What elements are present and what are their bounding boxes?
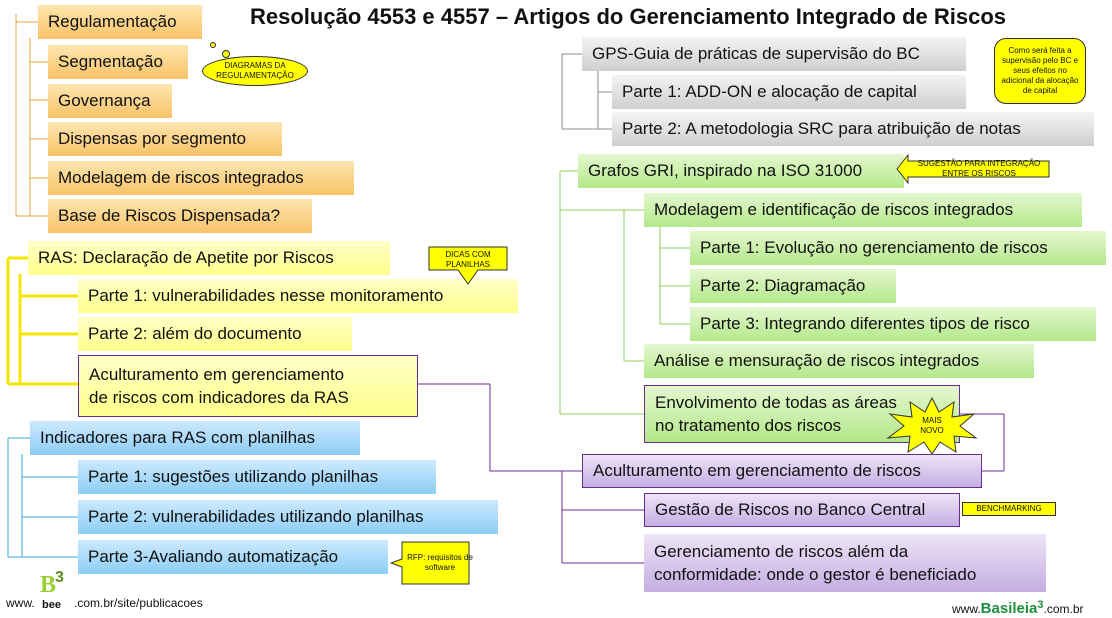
gri-connectors — [559, 170, 690, 415]
tips-arrow-note: DICAS COM PLANILHAS — [445, 250, 491, 269]
indicators-item: Parte 3-Avaliando automatização — [78, 540, 388, 574]
regulation-item: Base de Riscos Dispensada? — [48, 199, 312, 233]
regulation-item: Dispensas por segmento — [48, 122, 282, 156]
gri-modeling-part: Parte 3: Integrando diferentes tipos de … — [690, 307, 1096, 341]
gps-item: Parte 2: A metodologia SRC para atribuiç… — [612, 112, 1094, 146]
indicators-item: Parte 1: sugestões utilizando planilhas — [78, 460, 436, 494]
indicators-item: Parte 2: vulnerabilidades utilizando pla… — [78, 500, 498, 534]
indicators-root: Indicadores para RAS com planilhas — [30, 421, 360, 455]
diagrams-cloud-note: DIAGRAMAS DA REGULAMENTAÇÃO — [202, 56, 308, 86]
footer-right-prefix: www. — [952, 602, 981, 616]
culture-beyond-line: conformidade: onde o gestor é beneficiad… — [654, 565, 977, 584]
page-title: Resolução 4553 e 4557 – Artigos do Geren… — [250, 4, 1007, 29]
rfp-arrow-note: RFP: requisitos de software — [407, 553, 473, 572]
culture-root: Aculturamento em gerenciamento de riscos — [582, 454, 982, 488]
gps-connectors — [561, 53, 612, 130]
gri-analysis: Análise e mensuração de riscos integrado… — [644, 344, 1034, 378]
gri-modeling-part: Parte 1: Evolução no gerenciamento de ri… — [690, 231, 1106, 265]
footer-left-url[interactable]: .com.br/site/publicacoes — [74, 596, 203, 610]
integration-arrow-note: SUGESTÃO PARA INTEGRAÇÃO ENTRE OS RISCOS — [917, 159, 1041, 178]
gps-root: GPS-Guia de práticas de supervisão do BC — [582, 37, 966, 71]
regulation-root: Regulamentação — [38, 5, 202, 39]
regulation-item: Modelagem de riscos integrados — [48, 161, 354, 195]
culture-beyond-box: Gerenciamento de riscos além da conformid… — [644, 534, 1046, 592]
basileia-digit: 3 — [1037, 599, 1044, 611]
integration-arrow-note-shape — [896, 154, 1050, 184]
ras-item: Parte 2: além do documento — [78, 317, 352, 351]
logo-letter: B — [40, 572, 57, 598]
culture-connectors — [418, 383, 1005, 564]
culture-beyond-line: Gerenciamento de riscos além da — [654, 542, 909, 561]
culture-management-bc: Gestão de Riscos no Banco Central — [644, 493, 960, 527]
regulation-item: Governança — [48, 84, 172, 118]
footer-right-suffix: .com.br — [1043, 602, 1084, 616]
ras-culture-box: Aculturamento em gerenciamento de riscos … — [78, 355, 418, 417]
logo-word: bee — [42, 599, 61, 611]
gri-root: Grafos GRI, inspirado na ISO 31000 — [578, 154, 904, 188]
regulation-connectors — [15, 14, 48, 217]
tips-arrow-note-shape — [428, 246, 508, 285]
ras-connectors — [6, 256, 78, 386]
gri-involvement-line: Envolvimento de todas as áreas — [655, 393, 897, 412]
thought-bubble-dot — [222, 50, 230, 58]
ras-culture-line: Aculturamento em gerenciamento — [89, 365, 345, 384]
gps-item: Parte 1: ADD-ON e alocação de capital — [612, 75, 966, 109]
supervision-callout-note: Como será feita a supervisão pelo BC e s… — [994, 38, 1086, 104]
gri-modeling-part: Parte 2: Diagramação — [690, 269, 896, 303]
benchmarking-note: BENCHMARKING — [962, 502, 1056, 516]
footer-right-link[interactable]: www.Basileia3.com.br — [952, 599, 1084, 617]
ras-root: RAS: Declaração de Apetite por Riscos — [28, 241, 390, 275]
ras-item: Parte 1: vulnerabilidades nesse monitora… — [78, 279, 518, 313]
thought-bubble-dot — [210, 42, 216, 48]
ras-culture-line: de riscos com indicadores da RAS — [89, 388, 349, 407]
regulation-item: Segmentação — [48, 45, 188, 79]
gri-modeling: Modelagem e identificação de riscos inte… — [644, 193, 1082, 227]
basileia-brand: Basileia — [980, 600, 1038, 617]
footer-left-prefix[interactable]: www. — [6, 596, 35, 610]
indicators-connectors — [7, 437, 78, 558]
rfp-arrow-note-shape — [390, 541, 470, 585]
newest-burst-note: MAIS NOVO — [920, 416, 944, 435]
b3bee-logo: B 3 bee — [36, 569, 70, 612]
logo-digit: 3 — [55, 569, 64, 586]
gri-involvement-line: no tratamento dos riscos — [655, 416, 842, 435]
